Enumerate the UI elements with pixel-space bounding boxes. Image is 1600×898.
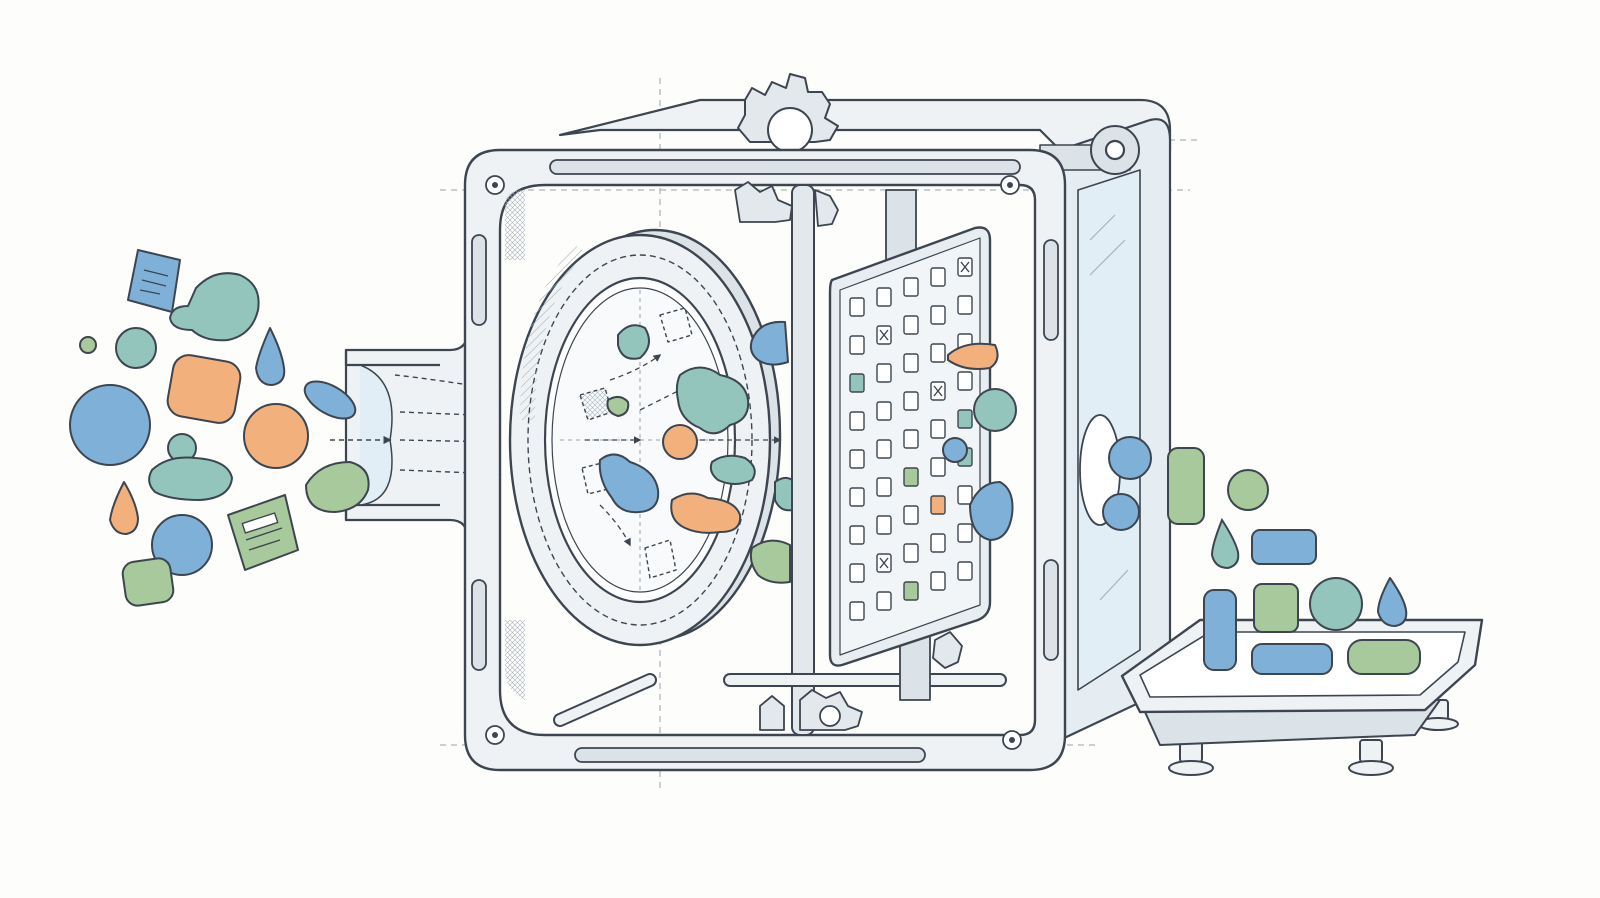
grid-cell (930, 571, 946, 591)
grid-cell (930, 533, 946, 553)
grid-cell (957, 561, 973, 581)
grid-cell (903, 505, 919, 525)
grid-cell (930, 419, 946, 439)
grid-cell (876, 439, 892, 459)
grid-cell (930, 305, 946, 325)
grid-cell (876, 287, 892, 307)
grid-cell (903, 543, 919, 563)
gear-icon (734, 181, 839, 227)
output-stream (1102, 436, 1317, 570)
x-mark-icon (933, 385, 943, 397)
grid-cell (903, 467, 919, 487)
x-mark-icon (879, 329, 889, 341)
grid-cell (849, 563, 865, 583)
grid-cell (903, 429, 919, 449)
filter-grid (828, 189, 1017, 701)
output-tray (1120, 577, 1484, 776)
document-icon (127, 249, 181, 313)
grid-cell (930, 267, 946, 287)
grid-cell (930, 495, 946, 515)
grid-cell (849, 449, 865, 469)
machine-front-frame (463, 148, 1067, 772)
grid-cell (957, 409, 973, 429)
input-shapes (69, 249, 370, 607)
grid-cell (849, 373, 865, 393)
grid-cell (876, 477, 892, 497)
x-mark-icon (879, 557, 889, 569)
grid-cell (930, 343, 946, 363)
x-mark-icon (960, 261, 970, 273)
note-icon (227, 494, 299, 571)
grid-cell (957, 485, 973, 505)
grid-cell (930, 457, 946, 477)
grid-cell (876, 515, 892, 535)
grid-cell (849, 601, 865, 621)
grid-cell (849, 487, 865, 507)
grid-cell (849, 411, 865, 431)
grid-cell (903, 277, 919, 297)
grid-cell (876, 363, 892, 383)
sorting-drum (508, 228, 793, 647)
gear-icon (759, 631, 963, 731)
grid-cell (903, 581, 919, 601)
grid-cell (849, 335, 865, 355)
grid-cell (849, 297, 865, 317)
grid-cell (957, 295, 973, 315)
grid-cell (957, 523, 973, 543)
grid-cell (957, 371, 973, 391)
grid-cell (849, 525, 865, 545)
grid-cell (903, 315, 919, 335)
gear-icon (737, 73, 839, 153)
grid-cell (876, 401, 892, 421)
grid-cell (903, 353, 919, 373)
grid-cell (876, 591, 892, 611)
grid-cell (903, 391, 919, 411)
